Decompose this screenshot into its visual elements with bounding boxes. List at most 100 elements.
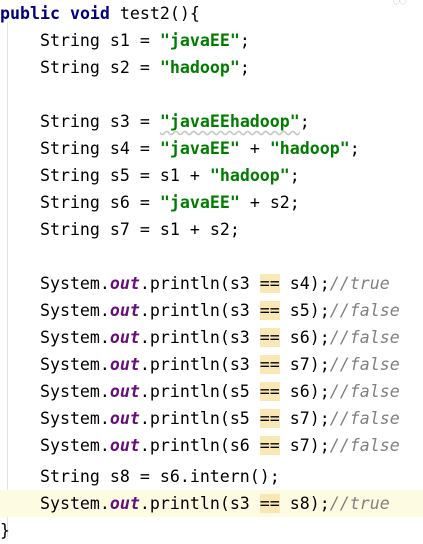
variable-name: s6 xyxy=(109,193,130,212)
operand-right: s6 xyxy=(289,382,310,401)
operand-left: s3 xyxy=(229,328,250,347)
line-comment: //true xyxy=(329,494,390,513)
line-comment: //true xyxy=(329,274,390,293)
variable-name: s4 xyxy=(109,139,130,158)
out-field: out xyxy=(109,409,140,428)
type-name: String xyxy=(39,31,100,50)
plus-op: + xyxy=(179,166,210,185)
variable-name: s3 xyxy=(109,112,130,131)
operand-right: s4 xyxy=(289,274,310,293)
close-call: ); xyxy=(309,436,330,455)
code-line-decl-s8[interactable]: String s8 = s6.intern(); xyxy=(0,463,423,490)
string-literal: "hadoop" xyxy=(269,139,350,158)
operand-left: s3 xyxy=(229,494,250,513)
out-field: out xyxy=(109,301,140,320)
println-call: .println( xyxy=(139,382,230,401)
assign-op: = xyxy=(129,58,160,77)
string-literal: "hadoop" xyxy=(209,166,290,185)
string-literal: "hadoop" xyxy=(159,58,240,77)
code-line-decl-s6[interactable]: String s6 = "javaEE" + s2; xyxy=(0,189,423,216)
method-signature: test2(){ xyxy=(109,4,200,23)
operand-left: s5 xyxy=(229,409,250,428)
operand-right: s7 xyxy=(289,409,310,428)
system-class: System. xyxy=(39,382,110,401)
inspection-indicator-icon[interactable]: ◌◌ xyxy=(393,0,407,7)
operand-right: s5 xyxy=(289,301,310,320)
variable-name: s5 xyxy=(109,166,130,185)
equality-operator: == xyxy=(259,355,280,374)
equality-operator: == xyxy=(259,409,280,428)
code-line-println[interactable]: System.out.println(s3 == s7);//false xyxy=(0,351,423,378)
operand-right: s7 xyxy=(289,436,310,455)
equality-operator: == xyxy=(259,382,280,401)
code-line-println[interactable]: System.out.println(s3 == s4);//true xyxy=(0,270,423,297)
close-call: ); xyxy=(309,494,330,513)
out-field: out xyxy=(109,274,140,293)
line-comment: //false xyxy=(329,355,400,374)
semicolon: ; xyxy=(349,139,360,158)
out-field: out xyxy=(109,355,140,374)
code-line-method-header[interactable]: public void test2(){ xyxy=(0,0,423,27)
type-name: String xyxy=(39,220,100,239)
code-line-println[interactable]: System.out.println(s5 == s6);//false xyxy=(0,378,423,405)
assign-op: = xyxy=(129,31,160,50)
code-line-decl-s2[interactable]: String s2 = "hadoop"; xyxy=(0,54,423,81)
variable-name: s7 xyxy=(109,220,130,239)
type-name: String xyxy=(39,139,100,158)
semicolon: ; xyxy=(289,166,300,185)
operand-left: s3 xyxy=(229,274,250,293)
close-call: ); xyxy=(309,409,330,428)
println-call: .println( xyxy=(139,436,230,455)
keyword-void: void xyxy=(69,4,110,23)
system-class: System. xyxy=(39,328,110,347)
close-call: ); xyxy=(309,328,330,347)
type-name: String xyxy=(39,193,100,212)
code-line-decl-s1[interactable]: String s1 = "javaEE"; xyxy=(0,27,423,54)
system-class: System. xyxy=(39,494,110,513)
semicolon: ; xyxy=(239,31,250,50)
code-line-println[interactable]: System.out.println(s3 == s5);//false xyxy=(0,297,423,324)
variable-name: s1 xyxy=(109,31,130,50)
operand-left: s6 xyxy=(229,436,250,455)
line-comment: //false xyxy=(329,409,400,428)
code-line-decl-s3[interactable]: String s3 = "javaEEhadoop"; xyxy=(0,108,423,135)
system-class: System. xyxy=(39,409,110,428)
string-literal: "javaEE" xyxy=(159,139,240,158)
variable-ref: s2 xyxy=(269,193,290,212)
semicolon: ; xyxy=(289,193,300,212)
assign-op: = xyxy=(129,193,160,212)
out-field: out xyxy=(109,494,140,513)
type-name: String xyxy=(39,112,100,131)
out-field: out xyxy=(109,382,140,401)
close-call: ); xyxy=(309,382,330,401)
semicolon: ; xyxy=(229,220,240,239)
code-line-println-current[interactable]: System.out.println(s3 == s8);//true xyxy=(0,490,423,517)
line-comment: //false xyxy=(329,328,400,347)
system-class: System. xyxy=(39,301,110,320)
code-line-println[interactable]: System.out.println(s6 == s7);//false xyxy=(0,432,423,459)
close-call: ); xyxy=(309,274,330,293)
code-line-closing-brace[interactable]: } xyxy=(0,517,423,544)
println-call: .println( xyxy=(139,274,230,293)
out-field: out xyxy=(109,436,140,455)
system-class: System. xyxy=(39,274,110,293)
variable-ref: s1 xyxy=(159,166,180,185)
assign-op: = xyxy=(129,220,160,239)
operand-left: s3 xyxy=(229,355,250,374)
code-line-decl-s5[interactable]: String s5 = s1 + "hadoop"; xyxy=(0,162,423,189)
code-line-decl-s4[interactable]: String s4 = "javaEE" + "hadoop"; xyxy=(0,135,423,162)
type-name: String xyxy=(39,166,100,185)
println-call: .println( xyxy=(139,355,230,374)
code-line-println[interactable]: System.out.println(s5 == s7);//false xyxy=(0,405,423,432)
code-line-decl-s7[interactable]: String s7 = s1 + s2; xyxy=(0,216,423,243)
type-name: String xyxy=(39,58,100,77)
keyword-public: public xyxy=(0,4,60,23)
close-call: ); xyxy=(309,301,330,320)
println-call: .println( xyxy=(139,409,230,428)
string-literal: "javaEE" xyxy=(159,31,240,50)
operand-right: s6 xyxy=(289,328,310,347)
code-line-println[interactable]: System.out.println(s3 == s6);//false xyxy=(0,324,423,351)
println-call: .println( xyxy=(139,301,230,320)
variable-name: s2 xyxy=(109,58,130,77)
